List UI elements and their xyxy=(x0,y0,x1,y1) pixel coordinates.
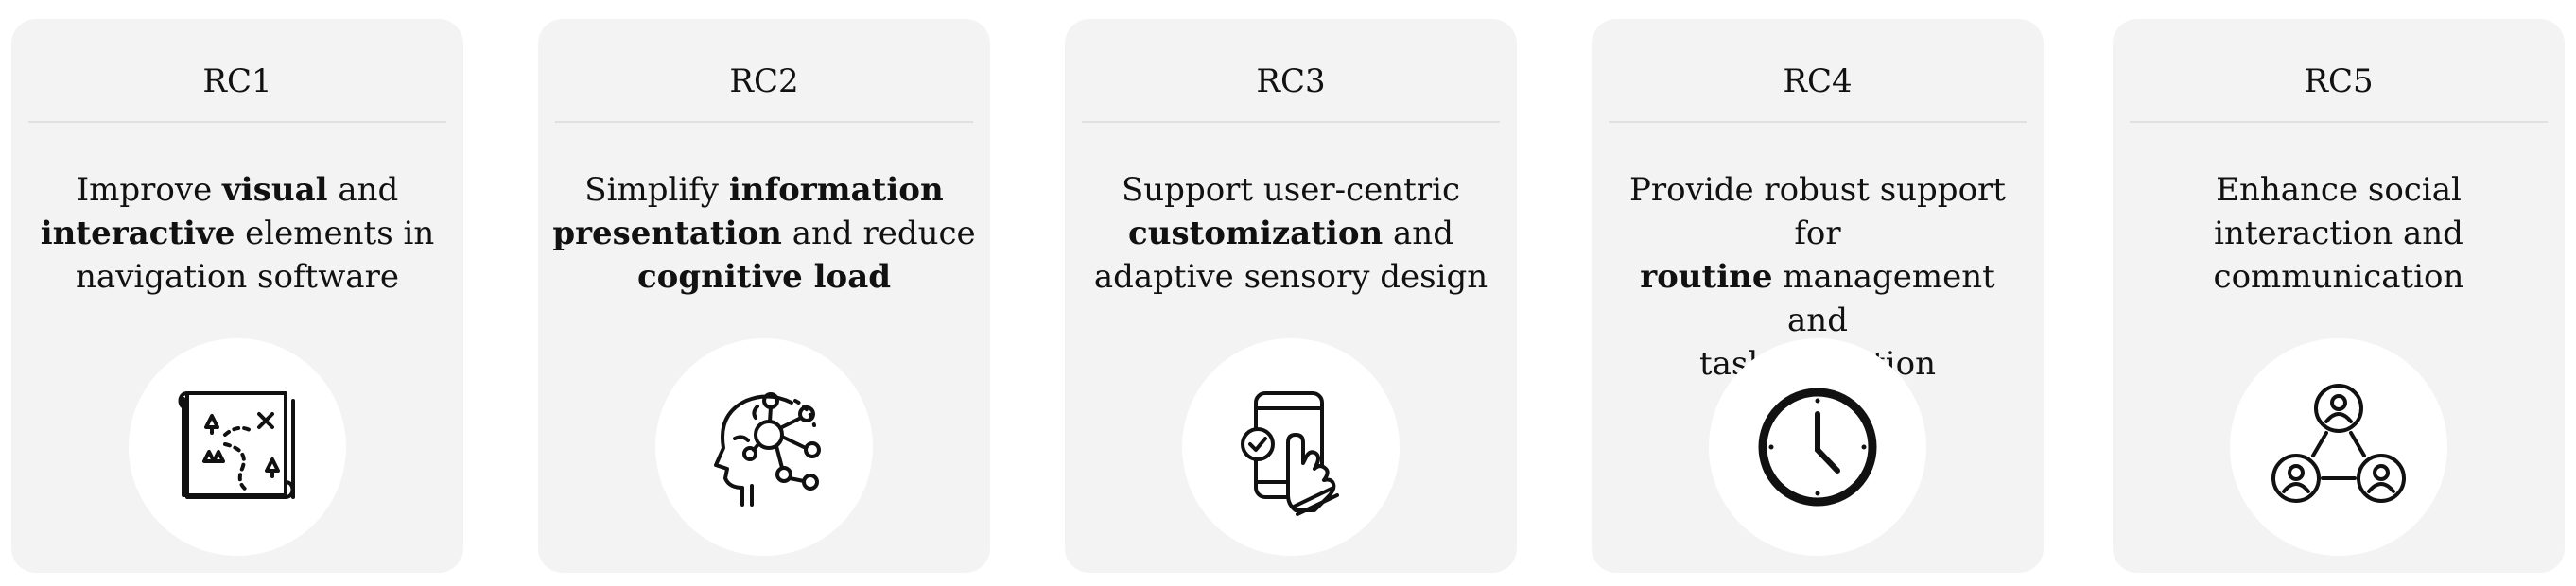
icon-circle xyxy=(2230,338,2447,556)
card-description: Simplify information presentation and re… xyxy=(551,168,977,299)
icon-circle xyxy=(1709,338,1926,556)
text-segment: navigation software xyxy=(76,258,399,296)
text-emphasis: visual xyxy=(222,171,328,209)
card-title: RC2 xyxy=(729,62,799,100)
text-emphasis: customization xyxy=(1128,215,1384,252)
text-segment: management and xyxy=(1772,258,1995,339)
icon-circle xyxy=(129,338,346,556)
divider xyxy=(2130,121,2548,123)
social-network-icon xyxy=(2271,384,2406,503)
text-emphasis: information xyxy=(728,171,944,209)
clock-icon xyxy=(1758,388,1877,507)
text-segment: interaction and xyxy=(2214,215,2463,252)
text-segment: elements in xyxy=(235,215,435,252)
treasure-map-icon xyxy=(178,391,295,499)
icon-circle xyxy=(655,338,873,556)
card-title: RC3 xyxy=(1256,62,1326,100)
card-title: RC4 xyxy=(1783,62,1853,100)
text-segment: communication xyxy=(2213,258,2464,296)
text-segment: and reduce xyxy=(781,215,976,252)
head-network-icon xyxy=(714,392,821,507)
text-segment: Improve xyxy=(76,171,223,209)
card-rc3: RC3 Support user-centric customization a… xyxy=(1065,19,1517,573)
divider xyxy=(1082,121,1500,123)
card-rc1: RC1 Improve visual and interactive eleme… xyxy=(11,19,463,573)
text-emphasis: routine xyxy=(1640,258,1773,296)
card-description: Support user-centric customization and a… xyxy=(1078,168,1504,299)
card-title: RC1 xyxy=(202,62,272,100)
divider xyxy=(555,121,973,123)
text-segment: and xyxy=(327,171,399,209)
text-segment: and xyxy=(1383,215,1453,252)
card-rc5: RC5 Enhance social interaction and commu… xyxy=(2113,19,2565,573)
divider xyxy=(28,121,446,123)
card-description: Enhance social interaction and communica… xyxy=(2126,168,2551,299)
text-segment: Enhance social xyxy=(2216,171,2462,209)
card-rc2: RC2 Simplify information presentation an… xyxy=(538,19,990,573)
card-rc4: RC4 Provide robust support for routine m… xyxy=(1592,19,2044,573)
text-emphasis: presentation xyxy=(552,215,782,252)
card-description: Improve visual and interactive elements … xyxy=(25,168,450,299)
icon-circle xyxy=(1182,338,1400,556)
text-emphasis: cognitive load xyxy=(636,258,892,296)
text-segment: adaptive sensory design xyxy=(1093,258,1488,296)
smartphone-touch-icon xyxy=(1241,391,1339,516)
text-segment: Support user-centric xyxy=(1121,171,1460,209)
card-title: RC5 xyxy=(2304,62,2374,100)
divider xyxy=(1609,121,2027,123)
text-segment: Provide robust support for xyxy=(1629,171,2006,252)
text-segment: Simplify xyxy=(584,171,729,209)
text-emphasis: interactive xyxy=(40,215,235,252)
